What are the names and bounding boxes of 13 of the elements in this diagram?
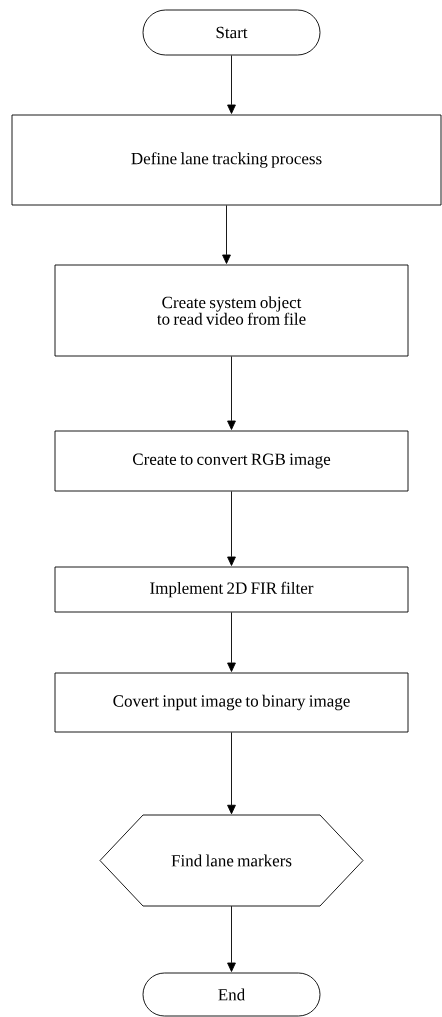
process-box: Covert input image to binary image bbox=[54, 672, 409, 733]
arrow bbox=[227, 356, 236, 430]
arrow bbox=[222, 205, 231, 264]
process-box: Create system object to read video from file bbox=[54, 264, 409, 357]
arrow bbox=[227, 905, 236, 972]
process-box: Create to convert RGB image bbox=[54, 430, 409, 492]
arrow bbox=[227, 55, 236, 114]
preparation-hexagon: Find lane markers bbox=[99, 814, 364, 907]
arrow bbox=[227, 612, 236, 672]
process-box: Define lane tracking process bbox=[11, 114, 442, 206]
arrow bbox=[227, 491, 236, 566]
arrow bbox=[227, 732, 236, 815]
process-box: Implement 2D FIR filter bbox=[54, 566, 409, 613]
